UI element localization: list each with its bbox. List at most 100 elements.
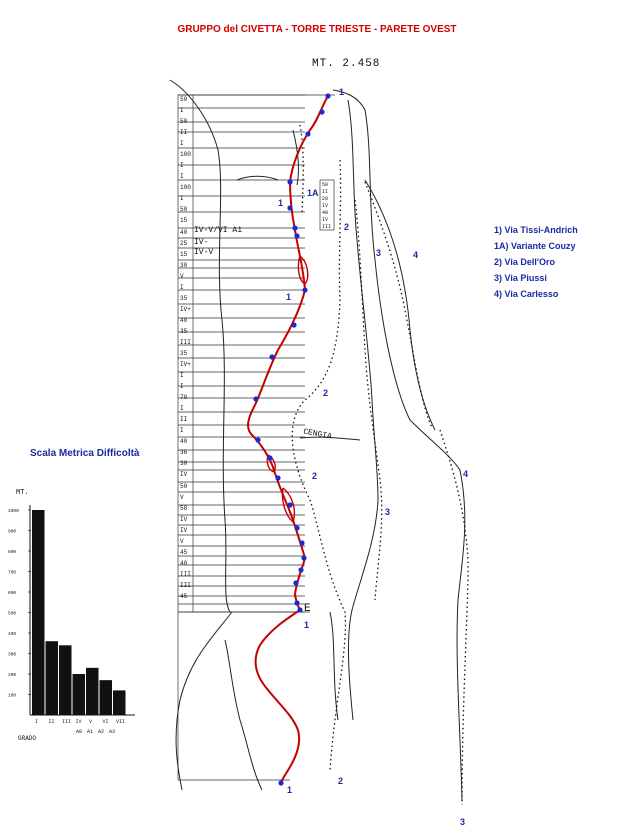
scale-grade-label: VI: [103, 719, 109, 725]
pitch-grid: [177, 94, 335, 781]
route-marker: [292, 225, 298, 231]
scale-sub-label: A0: [76, 729, 82, 735]
scale-y-tick: 900: [8, 529, 16, 535]
pitch-grade: IV: [180, 515, 188, 523]
pitch-grade: 50: [180, 482, 188, 490]
variant-grade: 50: [322, 182, 329, 188]
pitch-grade: 70: [180, 394, 188, 402]
variant-grade: IV: [322, 217, 329, 223]
route-marker: [294, 600, 300, 606]
pitch-grade: IV: [180, 526, 188, 534]
scale-y-tick: 400: [8, 631, 16, 637]
rock-outline: [169, 79, 466, 801]
variant-box: [319, 179, 335, 231]
pitch-grade: I: [180, 405, 184, 413]
scale-bar: [32, 510, 45, 715]
route-marker: [275, 475, 281, 481]
scale-y-tick: 500: [8, 611, 16, 617]
scale-bar: [113, 690, 126, 715]
legend-item: 1A) Variante Couzy: [494, 241, 576, 251]
pitch-grade: I: [180, 427, 184, 435]
route-note: IV-V/VI A1: [194, 226, 243, 235]
label-route-4: 4: [463, 469, 469, 479]
legend-item: 1) Via Tissi-Andrich: [494, 225, 578, 235]
pitch-grade: IV+: [180, 361, 191, 369]
pitch-grade: III: [180, 338, 191, 346]
scale-y-tick: 1000: [8, 508, 19, 514]
scale-grade-label: IV: [76, 719, 82, 725]
label-route-1: 1: [304, 620, 310, 630]
pitch-grade: I: [180, 383, 184, 391]
label-route-2: 2: [338, 776, 344, 786]
variant-grade: 20: [322, 196, 329, 202]
route-marker: [255, 437, 261, 443]
legend-item: 3) Via Piussi: [494, 273, 547, 283]
pitch-grade: 35: [180, 350, 188, 357]
route-marker: [299, 540, 305, 546]
pitch-grade: 35: [180, 294, 188, 302]
variant-grade: II: [322, 189, 329, 195]
scale-bar: [86, 667, 99, 715]
route-marker: [294, 233, 300, 239]
pitch-grade: V: [180, 537, 184, 545]
route-note: IV-V: [194, 248, 214, 257]
pitch-grade: 50: [180, 206, 188, 214]
variant-grade: 40: [322, 210, 329, 216]
legend-item: 4) Via Carlesso: [494, 289, 559, 299]
pitch-grade: II: [180, 129, 188, 137]
pitch-grade: 40: [180, 438, 188, 446]
variant-grade: IV: [322, 203, 329, 209]
route-note: IV-: [194, 238, 209, 247]
label-route-1: 1: [287, 785, 293, 795]
label-route-4: 4: [413, 250, 419, 260]
scale-title: Scala Metrica Difficoltà: [30, 448, 140, 459]
label-route-2: 2: [312, 471, 318, 481]
label-route-1: 1: [286, 292, 292, 302]
scale-y-tick: 300: [8, 652, 16, 658]
label-route-3: 3: [460, 817, 466, 827]
page-title: GRUPPO del CIVETTA - TORRE TRIESTE - PAR…: [177, 24, 457, 35]
pitch-grade: I: [180, 107, 184, 115]
label-e-point: E: [304, 603, 311, 615]
pitch-grade: 45: [180, 548, 188, 556]
pitch-grade: 50: [180, 96, 188, 103]
route-1-loop: [297, 255, 309, 285]
pitch-grade: III: [180, 581, 191, 589]
route-marker: [253, 396, 259, 402]
dotted-routes: [291, 124, 469, 806]
route-marker: [319, 109, 325, 115]
label-route-1: 1: [339, 87, 345, 97]
route-marker: [297, 607, 303, 613]
route-marker: [287, 205, 293, 211]
route-marker: [302, 287, 308, 293]
label-route-2: 2: [344, 222, 350, 232]
route-marker: [298, 567, 304, 573]
scale-sub-label: A3: [109, 729, 115, 735]
summit-height: MT. 2.458: [312, 58, 381, 70]
label-route-1a: 1A: [307, 188, 319, 198]
label-route-3: 3: [376, 248, 382, 258]
route-markers: [253, 93, 331, 786]
pitch-grade: I: [180, 173, 184, 181]
pitch-grade: 35: [180, 327, 188, 335]
route-marker: [267, 455, 273, 461]
route-marker: [294, 525, 300, 531]
scale-grade-label: III: [62, 719, 71, 725]
pitch-grade: 30: [180, 460, 188, 468]
pitch-grade: 100: [180, 151, 191, 159]
pitch-grade: IV: [180, 471, 188, 479]
scale-sub-label: A2: [98, 729, 104, 735]
scale-y-tick: 600: [8, 590, 16, 596]
pitch-grade: 45: [180, 592, 188, 600]
route-marker: [269, 354, 275, 360]
scale-grade-label: II: [49, 719, 55, 725]
route-marker: [291, 322, 297, 328]
pitch-grade: 15: [180, 250, 188, 258]
pitch-grade: 40: [180, 316, 188, 324]
pitch-grade: III: [180, 570, 191, 578]
pitch-grade: II: [180, 416, 188, 424]
pitch-grade: I: [180, 195, 184, 203]
scale-y-tick: 700: [8, 570, 16, 576]
pitch-grade: I: [180, 162, 184, 170]
